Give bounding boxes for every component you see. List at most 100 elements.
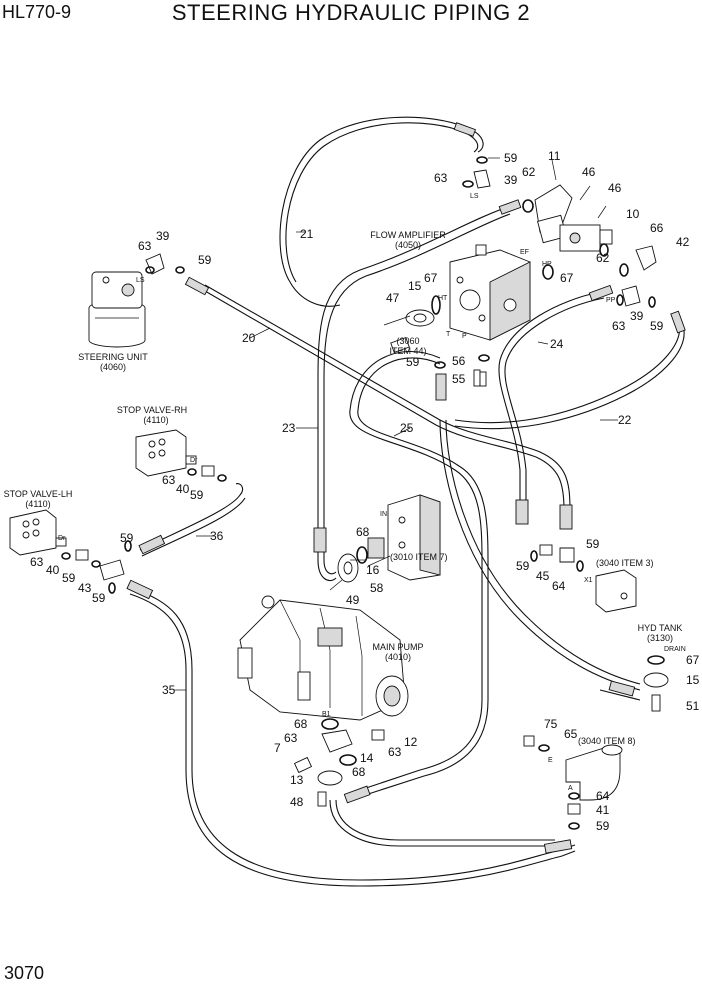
port-p: P: [462, 333, 467, 340]
hose-ferrules: [126, 122, 686, 854]
port-dr: Dr: [58, 535, 66, 542]
callout: 58: [370, 581, 384, 595]
ref-3060-line2: ITEM 44): [389, 346, 426, 356]
callout: 65: [564, 727, 578, 741]
callout: 42: [676, 235, 690, 249]
callout: 63: [388, 745, 402, 759]
block-3040-item8: [523, 735, 623, 830]
port-b1: B1: [322, 711, 331, 718]
page-number: 3070: [4, 963, 45, 983]
callout: 59: [190, 488, 204, 502]
ref-3010-label: (3010 ITEM 7): [390, 552, 448, 562]
hose-25: [349, 350, 483, 791]
callout: 67: [560, 271, 574, 285]
callout: 35: [162, 683, 176, 697]
hyd-tank-label: HYD TANK: [638, 623, 683, 633]
part-callouts: 59 11 63 62 39 46 46 10 66 42 62 67 21 3…: [30, 149, 700, 833]
hose-24: [498, 291, 601, 510]
callout: 24: [550, 337, 564, 351]
callout: 63: [162, 473, 176, 487]
callout: 36: [210, 529, 224, 543]
steering-unit-label: STEERING UNIT: [78, 352, 148, 362]
flange-15: [383, 295, 441, 327]
callout: 21: [300, 227, 314, 241]
callout: 62: [522, 165, 536, 179]
callout: 56: [452, 354, 466, 368]
callout: 46: [608, 181, 622, 195]
port-ht: HT: [438, 295, 448, 302]
callout: 59: [650, 319, 664, 333]
callout: 63: [612, 319, 626, 333]
callout: 68: [352, 765, 366, 779]
hose-20: [204, 284, 571, 515]
callout: 63: [434, 171, 448, 185]
stop-valve-rh: [135, 429, 197, 477]
hose-23: [317, 207, 506, 582]
callout: 68: [356, 525, 370, 539]
hose-36: [139, 483, 244, 551]
port-labels: LS LS EF HP HT T P PP IN Dr Dr X1 DRAIN …: [58, 193, 686, 792]
block-3040-item3: [539, 544, 637, 613]
port-dr: Dr: [190, 457, 198, 464]
main-pump: [237, 595, 409, 721]
port-ef: EF: [520, 249, 529, 256]
callout: 41: [596, 803, 610, 817]
callout: 23: [282, 421, 296, 435]
hose-21: [279, 116, 484, 283]
ref-3060-line1: (3060: [396, 336, 419, 346]
hose-35: [129, 587, 576, 881]
callout: 63: [30, 555, 44, 569]
callout: 59: [596, 819, 610, 833]
hyd-tank-fittings: [643, 655, 669, 712]
callout: 10: [626, 207, 640, 221]
callout: 40: [46, 563, 60, 577]
callout: 55: [452, 372, 466, 386]
callout: 14: [360, 751, 374, 765]
port-e: E: [548, 757, 553, 764]
callout: 75: [544, 717, 558, 731]
port-in: IN: [380, 511, 387, 518]
flow-amplifier: [449, 244, 531, 341]
port-ls: LS: [136, 277, 145, 284]
port-drain: DRAIN: [664, 646, 686, 653]
stop-valve-rh-label: STOP VALVE-RH: [117, 405, 187, 415]
steering-unit-ref: (4060): [100, 362, 126, 372]
flange-58: [329, 553, 359, 591]
callout: 39: [630, 309, 644, 323]
callout: 49: [346, 593, 360, 607]
main-pump-label: MAIN PUMP: [372, 642, 423, 652]
callout: 48: [290, 795, 304, 809]
callout: 16: [366, 563, 380, 577]
callout: 59: [516, 559, 530, 573]
callout: 25: [400, 421, 414, 435]
callout: 59: [406, 355, 420, 369]
port-pp: PP: [606, 297, 616, 304]
callout: 40: [176, 482, 190, 496]
main-pump-ref: (4010): [385, 652, 411, 662]
hose-tank-return: [439, 419, 641, 691]
callout: 47: [386, 291, 400, 305]
callout: 63: [284, 731, 298, 745]
component-labels: STEERING UNIT (4060) STOP VALVE-RH (4110…: [4, 230, 683, 746]
callout: 67: [424, 271, 438, 285]
callout: 59: [504, 151, 518, 165]
port-ls: LS: [470, 193, 479, 200]
callout: 62: [596, 251, 610, 265]
callout: 11: [548, 149, 561, 163]
ref-3040-item8-label: (3040 ITEM 8): [578, 736, 636, 746]
callout: 59: [92, 591, 106, 605]
callout: 39: [156, 229, 170, 243]
stop-valve-lh-ref: (4110): [25, 499, 50, 509]
callout: 59: [62, 571, 76, 585]
callout: 68: [294, 717, 308, 731]
pump-fittings: [293, 718, 385, 807]
port-hp: HP: [542, 261, 552, 268]
callout: 22: [618, 413, 632, 427]
callout: 67: [686, 653, 700, 667]
hoses: [129, 116, 685, 887]
flow-amplifier-label: FLOW AMPLIFIER: [370, 230, 446, 240]
callout: 43: [78, 581, 92, 595]
callout: 66: [650, 221, 664, 235]
hose-22: [454, 315, 681, 424]
